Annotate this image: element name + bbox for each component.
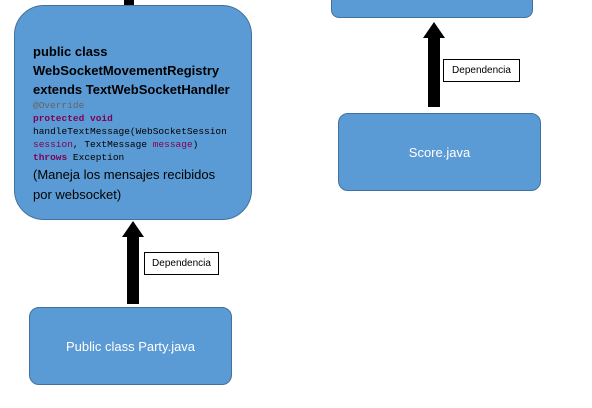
registry-incoming-arrow-stub [124, 0, 134, 6]
party-class-label: Public class Party.java [65, 338, 196, 354]
class-declaration-line-1: public class [33, 44, 108, 59]
method-modifiers: protected void [33, 113, 113, 124]
left-dependency-arrowhead [122, 221, 144, 237]
score-class-label: Score.java [408, 144, 471, 160]
party-class-box: Public class Party.java [29, 307, 232, 385]
description-line-2: por websocket) [33, 187, 122, 202]
throws-type: Exception [72, 152, 125, 163]
throws-clause: throws Exception [33, 151, 251, 164]
top-right-class-box [331, 0, 533, 18]
right-dependency-arrow-shaft [428, 37, 440, 107]
class-declaration-line-3: extends TextWebSocketHandler [33, 82, 230, 97]
method-signature: handleTextMessage(WebSocketSession [33, 126, 227, 137]
right-dependency-arrowhead [423, 22, 445, 38]
override-annotation: @Override [33, 100, 85, 111]
score-class-box: Score.java [338, 113, 541, 191]
class-declaration-line-2: WebSocketMovementRegistry [33, 63, 220, 78]
left-dependency-label: Dependencia [144, 252, 219, 275]
left-dependency-arrow-shaft [127, 236, 139, 304]
right-dependency-label: Dependencia [443, 59, 520, 82]
param-name-session: session [33, 139, 73, 150]
param-name-message: message [152, 139, 193, 150]
throws-keyword: throws [33, 152, 68, 163]
param-close: ) [192, 139, 199, 150]
method-parameters: session, TextMessage message) [33, 138, 251, 151]
param-separator: , TextMessage [72, 139, 148, 150]
websocket-movement-registry-box: public class WebSocketMovementRegistry e… [14, 5, 252, 220]
description-line-1: (Maneja los mensajes recibidos [33, 167, 216, 182]
